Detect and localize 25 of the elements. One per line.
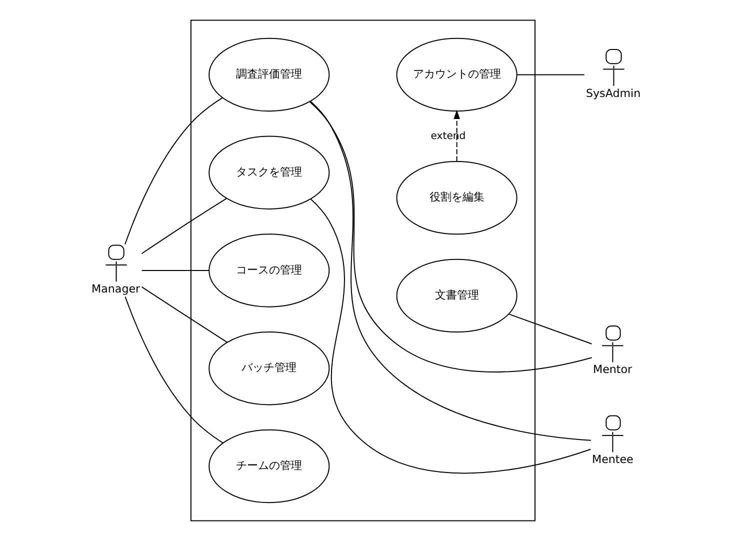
node-label: Mentee — [592, 453, 633, 466]
node-ellipse: 文書管理 — [396, 258, 517, 333]
cluster — [190, 20, 536, 522]
node-label: SysAdmin — [585, 86, 640, 100]
connector — [508, 314, 592, 344]
node-ellipse: バッチ管理 — [208, 332, 330, 406]
connector — [124, 296, 223, 444]
node-label: Manager — [91, 282, 140, 296]
node-ellipse: 役割を編集 — [396, 161, 517, 235]
connector — [309, 101, 592, 372]
connector — [516, 74, 584, 76]
connector — [141, 286, 227, 343]
edge-label: extend — [430, 130, 466, 142]
node-ellipse: 調査評価管理 — [208, 38, 330, 112]
node-ellipse: アカウントの管理 — [396, 38, 517, 112]
connector — [124, 97, 222, 244]
node-ellipse: コースの管理 — [208, 234, 330, 308]
connector — [140, 198, 226, 254]
node-ellipse: チームの管理 — [208, 429, 330, 504]
connector — [141, 270, 209, 271]
connector — [310, 198, 590, 474]
arrow — [453, 110, 460, 162]
node-label: Mentor — [592, 363, 632, 376]
connector — [310, 100, 590, 441]
node-ellipse: タスクを管理 — [208, 136, 330, 210]
